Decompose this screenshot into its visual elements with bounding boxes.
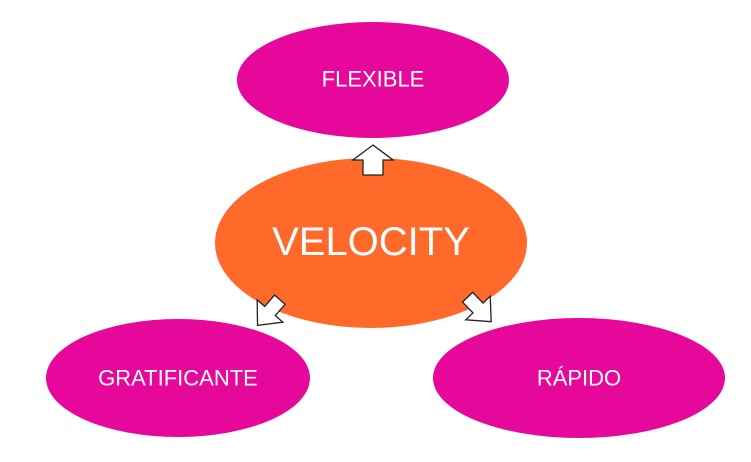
node-gratificante: GRATIFICANTE [46, 319, 310, 437]
arrow-down-left-icon [256, 294, 287, 327]
node-gratificante-shape [46, 319, 310, 437]
node-rapido-label: RÁPIDO [537, 366, 621, 391]
node-gratificante-label: GRATIFICANTE [98, 366, 258, 391]
arrow-up-icon [351, 144, 395, 176]
node-rapido: RÁPIDO [433, 318, 725, 438]
arrow-down-right-icon [461, 291, 492, 323]
node-velocity-shape [215, 158, 527, 328]
node-velocity-label: VELOCITY [272, 220, 470, 264]
node-flexible: FLEXIBLE [237, 22, 509, 138]
node-flexible-label: FLEXIBLE [322, 67, 425, 92]
node-rapido-shape [433, 318, 725, 438]
node-flexible-shape [237, 22, 509, 138]
node-velocity: VELOCITY [215, 158, 527, 328]
